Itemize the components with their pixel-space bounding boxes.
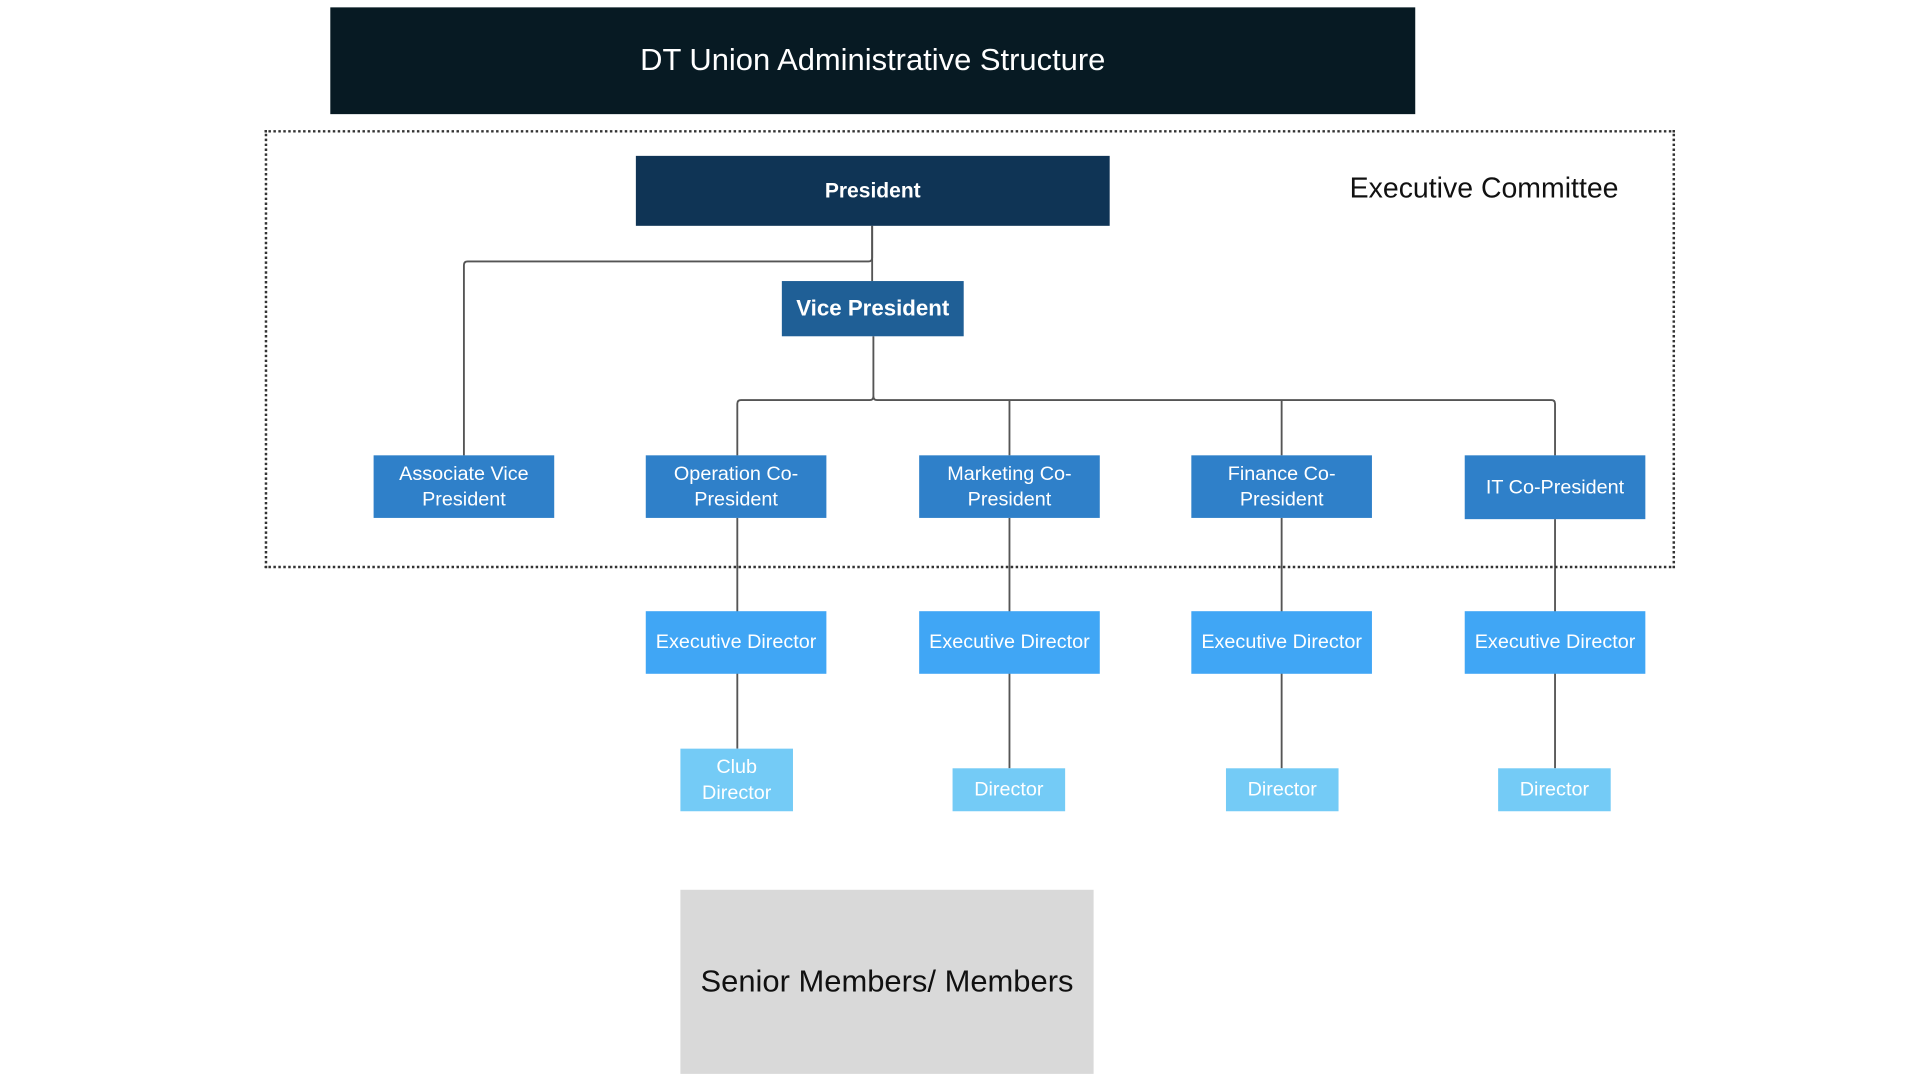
line-vp-operation — [736, 396, 875, 456]
executive-committee-group — [264, 130, 1676, 569]
marketing-co-president-node[interactable]: Marketing Co-President — [919, 455, 1100, 518]
line-president-avp — [462, 225, 874, 456]
associate-vp-node[interactable]: Associate Vice President — [373, 455, 555, 518]
members-node[interactable]: Senior Members/ Members — [680, 889, 1094, 1074]
executive-director-node[interactable]: Executive Director — [645, 611, 827, 674]
executive-committee-label: Executive Committee — [1349, 171, 1619, 204]
executive-director-node[interactable]: Executive Director — [1191, 611, 1372, 674]
club-director-node[interactable]: Club Director — [680, 748, 793, 812]
president-node[interactable]: President — [635, 155, 1110, 226]
director-node[interactable]: Director — [1225, 768, 1339, 812]
it-co-president-node[interactable]: IT Co-President — [1464, 455, 1646, 520]
chart-title: DT Union Administrative Structure — [330, 7, 1416, 115]
finance-co-president-node[interactable]: Finance Co-President — [1191, 455, 1372, 518]
director-node[interactable]: Director — [952, 768, 1066, 812]
executive-director-node[interactable]: Executive Director — [1464, 611, 1646, 674]
executive-director-node[interactable]: Executive Director — [919, 611, 1100, 674]
director-node[interactable]: Director — [1498, 768, 1611, 812]
vice-president-node[interactable]: Vice President — [781, 281, 964, 337]
operation-co-president-node[interactable]: Operation Co-President — [645, 455, 827, 518]
